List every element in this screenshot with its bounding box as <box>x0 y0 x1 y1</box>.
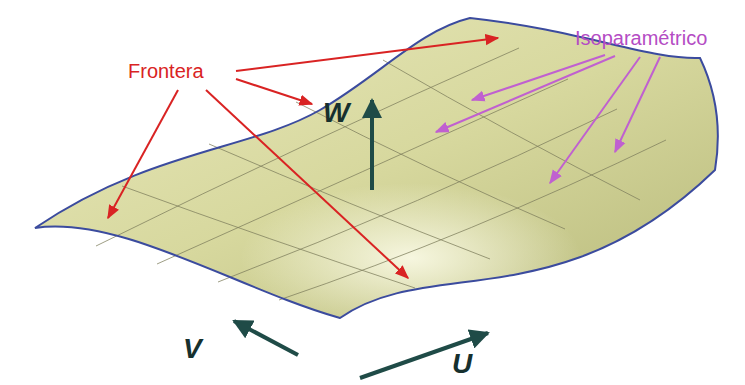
isoparametric-label-box: Isoparamétrico <box>575 27 707 49</box>
isoparametric-label: Isoparamétrico <box>575 27 707 49</box>
v-arrow <box>234 321 298 355</box>
axis-label-box: V <box>183 334 202 365</box>
surface-highlight <box>35 18 718 318</box>
isoparametric-grid <box>96 48 666 300</box>
boundary <box>35 18 718 318</box>
axis-label-box: U <box>452 349 472 380</box>
u-arrow <box>360 333 488 378</box>
w-arrow <box>370 100 374 190</box>
axis-label: V <box>183 333 202 364</box>
surface <box>35 18 718 318</box>
isoparametric-leaders <box>436 55 660 183</box>
axis-label: W <box>323 97 349 128</box>
boundary-label-box: Frontera <box>128 60 204 82</box>
axis-label-box: W <box>323 98 349 129</box>
boundary-label: Frontera <box>128 60 204 82</box>
axis-label: U <box>452 348 472 379</box>
boundary-leaders <box>108 38 498 278</box>
